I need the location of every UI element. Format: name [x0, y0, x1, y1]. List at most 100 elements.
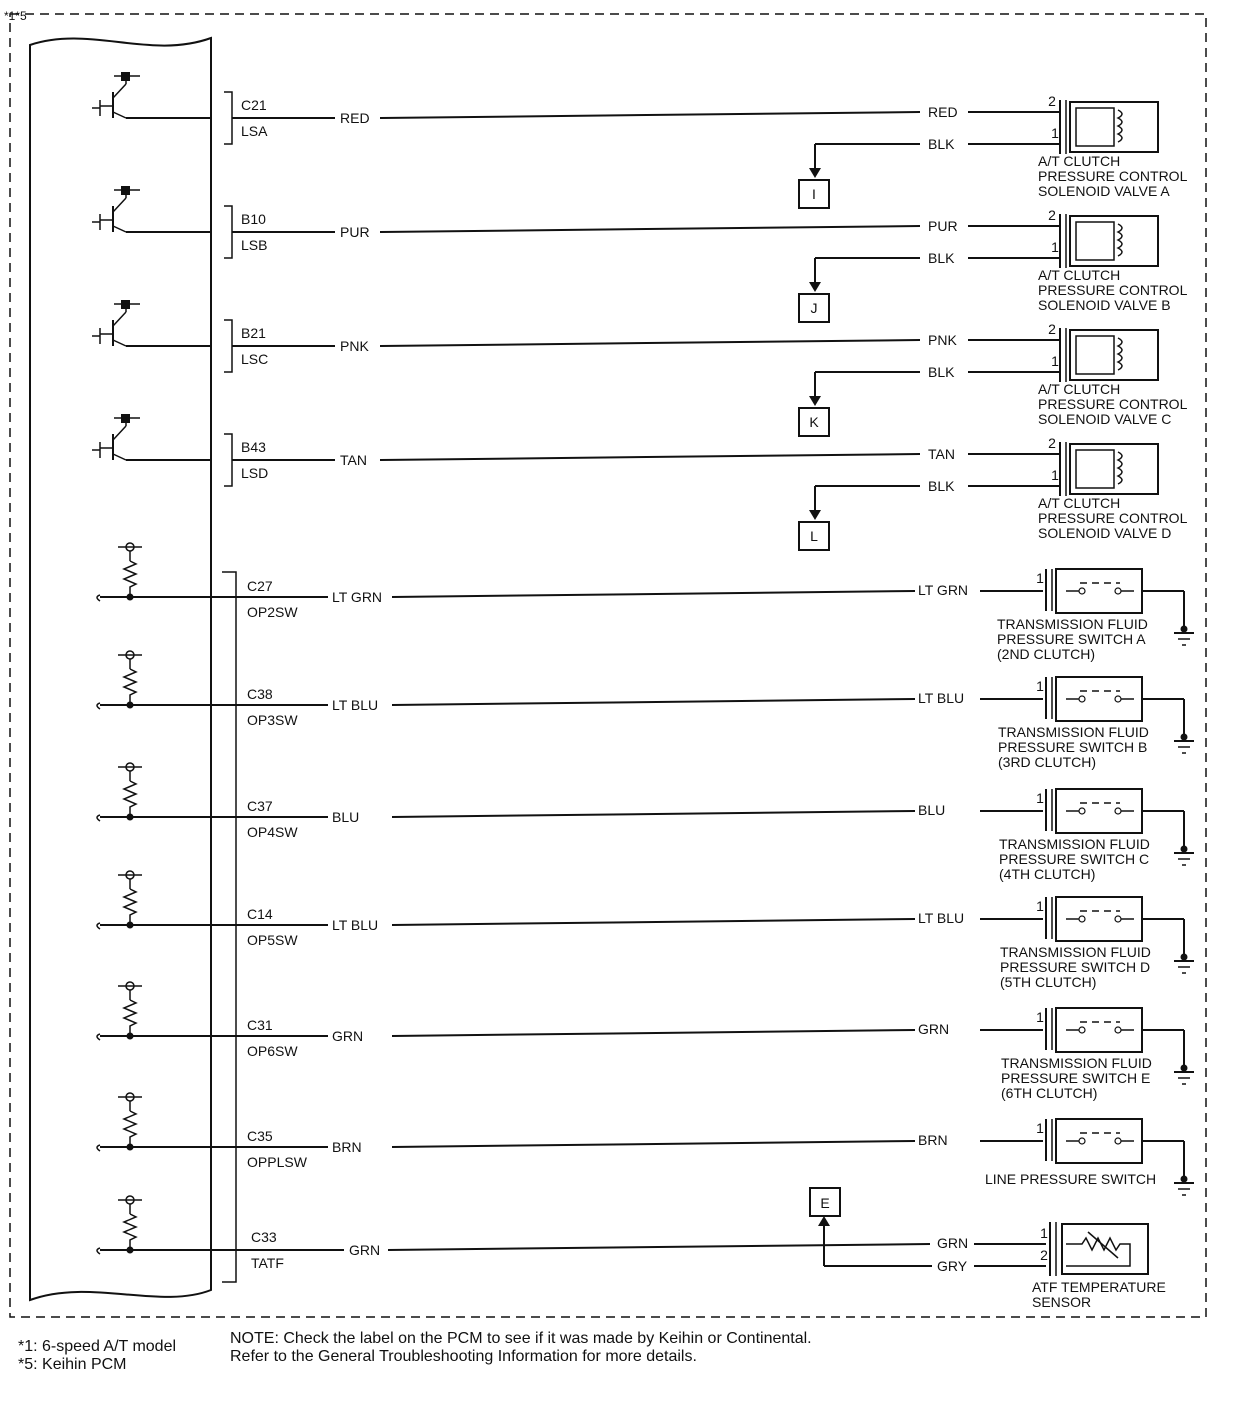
- switch-group-bracket: [222, 571, 237, 1283]
- wire-color-label-right: GRN: [937, 1235, 968, 1251]
- input-hook: [96, 814, 101, 822]
- pin-number-1: 1: [1051, 353, 1059, 369]
- wire-run: [391, 1029, 916, 1037]
- contact-icon: [1114, 587, 1122, 595]
- contact-icon: [1078, 807, 1086, 815]
- arrow-down-icon: [809, 282, 821, 292]
- wire-color-label: TAN: [340, 452, 367, 468]
- pin-number-2: 2: [1048, 207, 1056, 223]
- component-label: PRESSURE CONTROL: [1038, 282, 1188, 298]
- component-label: SOLENOID VALVE B: [1038, 297, 1171, 313]
- sensor-tag-box: [809, 1187, 841, 1217]
- wire-color-label: RED: [340, 110, 370, 126]
- component-label: PRESSURE SWITCH C: [999, 851, 1149, 867]
- ground-tag-label: I: [812, 186, 816, 202]
- signal-label: OP5SW: [247, 932, 298, 948]
- transistor-collector: [112, 425, 127, 441]
- wire-run: [379, 453, 921, 461]
- component-label: SOLENOID VALVE D: [1038, 525, 1171, 541]
- wire-color-label: LT BLU: [332, 917, 378, 933]
- switch-pin-number: 1: [1036, 1009, 1044, 1025]
- ground-tag-box: [798, 521, 830, 551]
- contact-icon: [1114, 807, 1122, 815]
- wire-run: [379, 225, 921, 233]
- pin-number-1: 1: [1051, 467, 1059, 483]
- junction-dot: [1180, 733, 1188, 741]
- thermistor-icon: [1066, 1236, 1131, 1267]
- wire-color-label: BLU: [332, 809, 359, 825]
- connector-bracket: [224, 433, 233, 487]
- junction-dot: [1180, 625, 1188, 633]
- wire-color-label-right: TAN: [928, 446, 955, 462]
- note-line-1: NOTE: Check the label on the PCM to see …: [230, 1330, 812, 1347]
- component-label: PRESSURE SWITCH E: [1001, 1070, 1150, 1086]
- coil-icon: [1116, 337, 1123, 371]
- ground-wire-label: BLK: [928, 364, 955, 380]
- input-hook: [96, 1247, 101, 1255]
- pin-label: C33: [251, 1229, 277, 1245]
- signal-label: LSC: [241, 351, 268, 367]
- wire-run: [391, 810, 916, 818]
- component-label: ATF TEMPERATURE: [1032, 1279, 1166, 1295]
- component-label: A/T CLUTCH: [1038, 153, 1120, 169]
- transistor-emitter: [112, 339, 127, 347]
- contact-icon: [1078, 587, 1086, 595]
- resistor-icon: [122, 560, 138, 597]
- resistor-icon: [122, 1110, 138, 1147]
- transistor-emitter: [112, 453, 127, 461]
- contact-icon: [1114, 915, 1122, 923]
- input-hook: [96, 702, 101, 710]
- pin-number-2: 2: [1048, 93, 1056, 109]
- component-label: PRESSURE CONTROL: [1038, 396, 1188, 412]
- component-label: SOLENOID VALVE A: [1038, 183, 1170, 199]
- component-label: (4TH CLUTCH): [999, 866, 1095, 882]
- wire-color-label-right: PNK: [928, 332, 957, 348]
- pin-number-2: 2: [1048, 435, 1056, 451]
- signal-label: OP3SW: [247, 712, 298, 728]
- pcm-dashed-enclosure: [9, 13, 1207, 1318]
- wire-run: [391, 698, 916, 706]
- transistor-emitter: [112, 225, 127, 233]
- wire-color-label: LT GRN: [332, 589, 382, 605]
- component-label: LINE PRESSURE SWITCH: [985, 1171, 1156, 1187]
- arrow-up-icon: [818, 1216, 830, 1226]
- footnote-5: *5: Keihin PCM: [18, 1356, 127, 1373]
- wire-color-label: LT BLU: [332, 697, 378, 713]
- pin-label: C31: [247, 1017, 273, 1033]
- wire-color-label-right: BLU: [918, 802, 945, 818]
- signal-label: LSB: [241, 237, 267, 253]
- pin-label: C38: [247, 686, 273, 702]
- ground-tag-box: [798, 407, 830, 437]
- note-line-2: Refer to the General Troubleshooting Inf…: [230, 1348, 697, 1365]
- sensor-pin-1: 1: [1040, 1225, 1048, 1241]
- contact-icon: [1078, 1026, 1086, 1034]
- signal-label: OP2SW: [247, 604, 298, 620]
- ground-tag-box: [798, 179, 830, 209]
- ground-wire-label: BLK: [928, 250, 955, 266]
- component-label: SOLENOID VALVE C: [1038, 411, 1171, 427]
- ground-tag-label: L: [810, 528, 818, 544]
- input-hook: [96, 1033, 101, 1041]
- signal-label: TATF: [251, 1255, 284, 1271]
- note-block: NOTE: Check the label on the PCM to see …: [230, 1330, 812, 1366]
- coil-icon: [1116, 109, 1123, 143]
- solenoid-body: [1069, 443, 1159, 495]
- signal-label: OP4SW: [247, 824, 298, 840]
- junction-dot: [1180, 1064, 1188, 1072]
- input-hook: [96, 922, 101, 930]
- signal-label: LSD: [241, 465, 268, 481]
- solenoid-coil-frame: [1075, 221, 1115, 261]
- transistor-collector: [112, 83, 127, 99]
- corner-marker: *1*5: [4, 9, 27, 23]
- resistor-icon: [122, 999, 138, 1036]
- transistor-emitter: [112, 111, 127, 119]
- contact-icon: [1114, 695, 1122, 703]
- pin-label: C21: [241, 97, 267, 113]
- wire-color-label-right: GRN: [918, 1021, 949, 1037]
- signal-label: OP6SW: [247, 1043, 298, 1059]
- ground-tag-label: J: [811, 300, 818, 316]
